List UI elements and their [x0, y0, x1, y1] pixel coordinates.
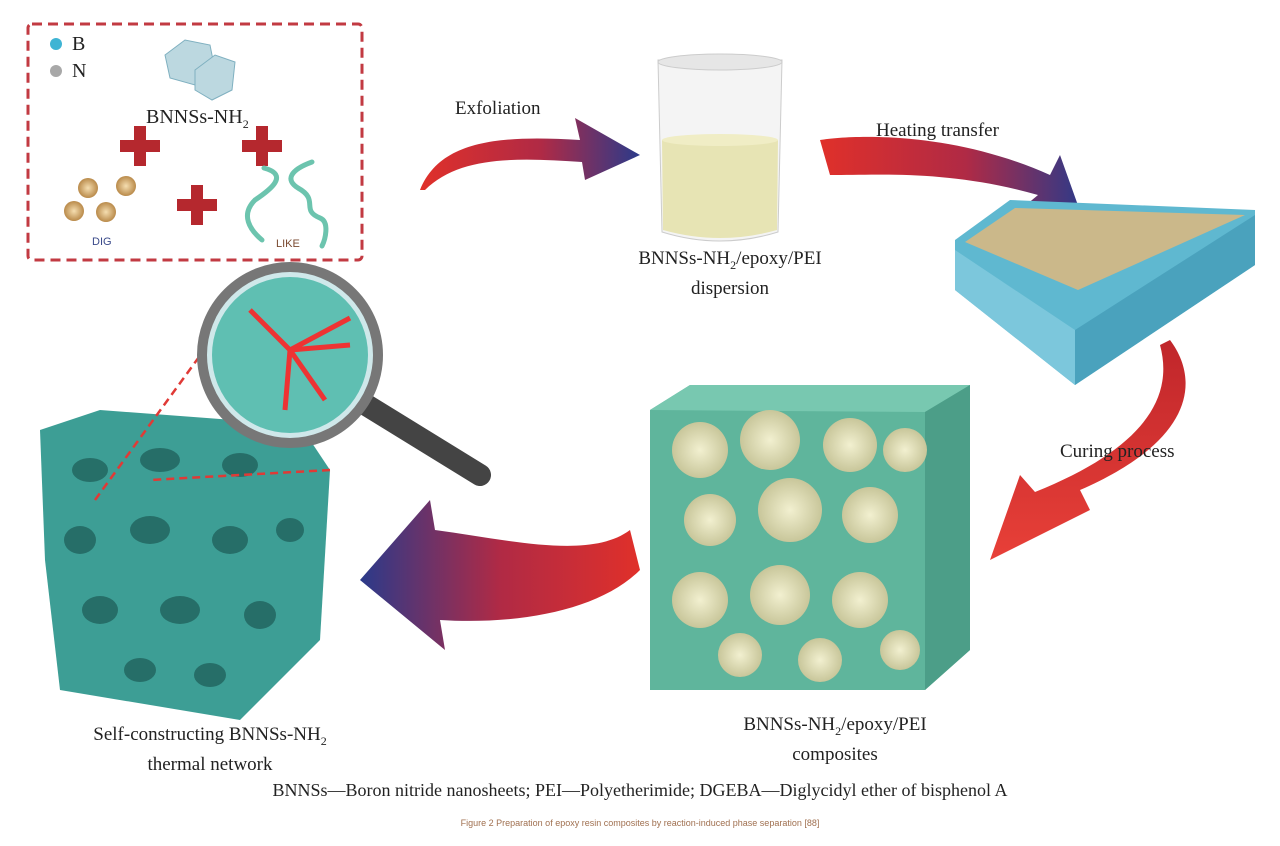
exfoliation-label: Exfoliation [455, 98, 541, 119]
zoom-guide-line [93, 334, 217, 501]
exfoliation-arrow [420, 118, 640, 190]
network-label-subscript: 2 [320, 733, 327, 748]
plus-icon [120, 126, 282, 225]
heating-transfer-label: Heating transfer [876, 120, 999, 141]
like-label: LIKE [276, 238, 300, 250]
dig-molecules-icon [64, 176, 136, 222]
composites-label-subscript: 2 [835, 723, 842, 738]
network-label-text: Self-constructing BNNSs-NH [93, 724, 321, 745]
curing-process-arrow [990, 340, 1186, 560]
reactants-box [26, 22, 364, 262]
dispersion-label-subscript: 2 [730, 257, 737, 272]
thermal-network-icon [40, 410, 330, 720]
dispersion-label-line2: dispersion [690, 277, 770, 299]
dispersion-label: BNNSs-NH2/epoxy/PEI dispersion [600, 247, 860, 300]
figure-caption: Figure 2 Preparation of epoxy resin comp… [460, 818, 820, 828]
dispersion-label-text: BNNSs-NH [638, 248, 731, 269]
composite-cube-icon [650, 385, 970, 690]
composites-label-line2: composites [792, 743, 878, 765]
curing-process-label: Curing process [1060, 441, 1175, 462]
composites-label-suffix: /epoxy/PEI [841, 714, 927, 735]
dig-label: DIG [92, 236, 112, 248]
network-label: Self-constructing BNNSs-NH2 thermal netwo… [60, 723, 360, 776]
boron-atom-icon [50, 38, 62, 50]
magnifier-icon [197, 262, 491, 486]
mold-tray-icon [955, 200, 1255, 385]
bnns-label-subscript: 2 [242, 117, 249, 131]
bnns-label-text: BNNSs-NH [146, 106, 243, 128]
beaker-icon [657, 53, 783, 242]
dispersion-label-suffix: /epoxy/PEI [736, 248, 822, 269]
legend-b-label: B [72, 33, 86, 55]
pei-chain-icon [244, 159, 329, 249]
bnns-sheet-icon [164, 39, 236, 101]
abbreviations-note: BNNSs—Boron nitride nanosheets; PEI—Poly… [272, 780, 1008, 800]
nitrogen-atom-icon [50, 65, 62, 77]
legend-n-label: N [72, 60, 87, 82]
network-label-line2: thermal network [147, 753, 273, 775]
bnns-label: BNNSs-NH2 [146, 106, 249, 136]
composites-label-text: BNNSs-NH [743, 714, 836, 735]
zoom-guide-line [149, 468, 331, 482]
network-formation-arrow [360, 500, 640, 650]
composites-label: BNNSs-NH2/epoxy/PEI composites [705, 713, 965, 766]
heating-transfer-arrow [820, 136, 1085, 225]
